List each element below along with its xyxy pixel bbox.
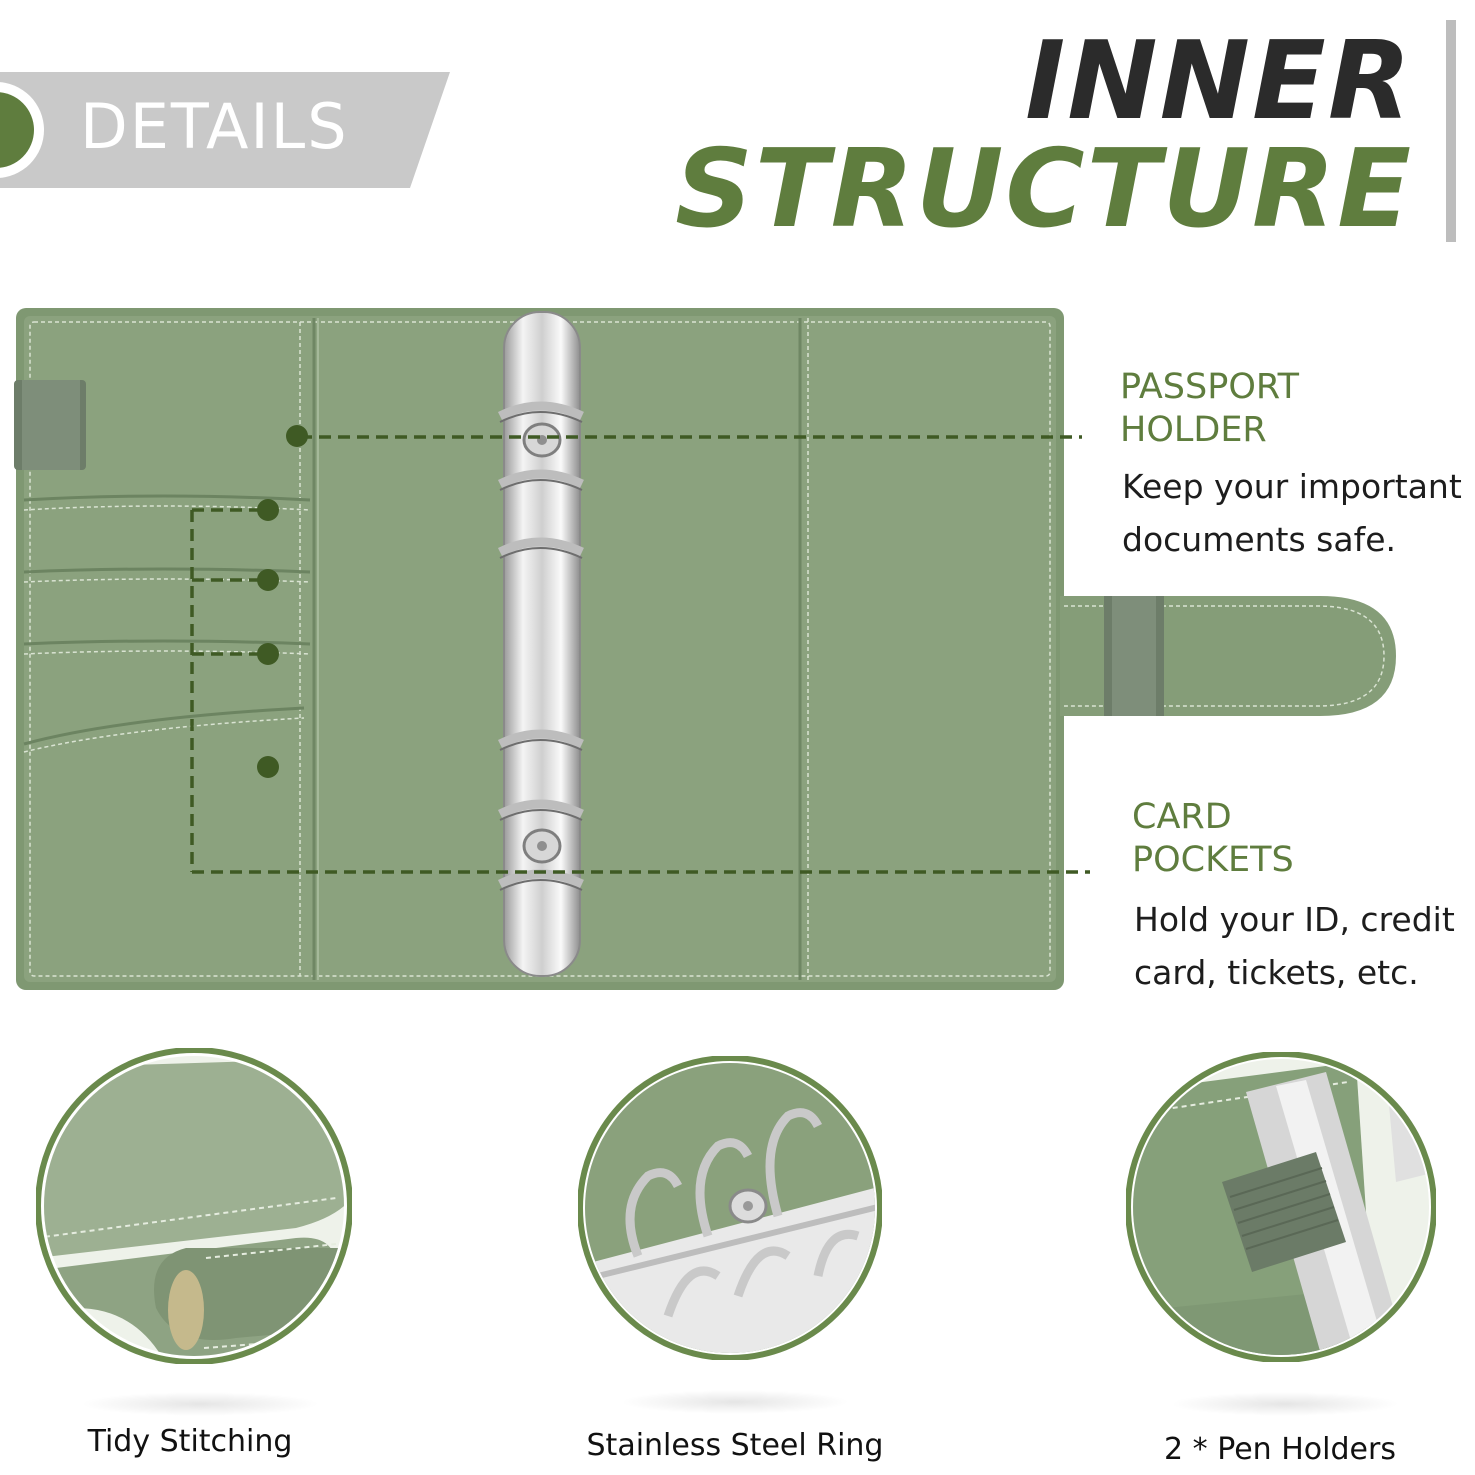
card-title-line2: POCKETS [1132, 840, 1294, 880]
caption-tidy-stitching: Tidy Stitching [87, 1424, 293, 1459]
card-pockets-title: CARD POCKETS [1132, 796, 1432, 882]
title-structure: STRUCTURE [675, 127, 1413, 252]
passport-desc-line1: Keep your important [1122, 467, 1462, 506]
passport-title-line2: HOLDER [1120, 410, 1267, 450]
card-title-line1: CARD [1132, 797, 1232, 837]
steel-ring-detail-image [578, 1056, 882, 1360]
card-pockets-description: Hold your ID, credit card, tickets, etc. [1134, 893, 1474, 999]
stitching-detail-image [36, 1048, 352, 1364]
caption-stainless-steel-ring: Stainless Steel Ring [586, 1428, 884, 1463]
passport-holder-description: Keep your important documents safe. [1122, 460, 1475, 566]
title-accent-bar [1446, 20, 1456, 242]
pen-holder-detail-image [1126, 1052, 1436, 1362]
passport-desc-line2: documents safe. [1122, 520, 1397, 559]
title-inner: INNER [1025, 19, 1413, 144]
callout-lines [190, 435, 1090, 874]
planner-illustration [14, 308, 1396, 990]
passport-title-line1: PASSPORT [1120, 367, 1300, 407]
card-desc-line1: Hold your ID, credit [1134, 900, 1455, 939]
circle-shadow [1170, 1392, 1400, 1416]
passport-holder-title: PASSPORT HOLDER [1120, 366, 1420, 452]
card-desc-line2: card, tickets, etc. [1134, 953, 1419, 992]
caption-pen-holders: 2 * Pen Holders [1164, 1432, 1396, 1467]
circle-shadow [80, 1392, 320, 1416]
details-label: DETAILS [80, 90, 349, 163]
circle-shadow [620, 1390, 850, 1414]
details-badge [0, 72, 450, 188]
